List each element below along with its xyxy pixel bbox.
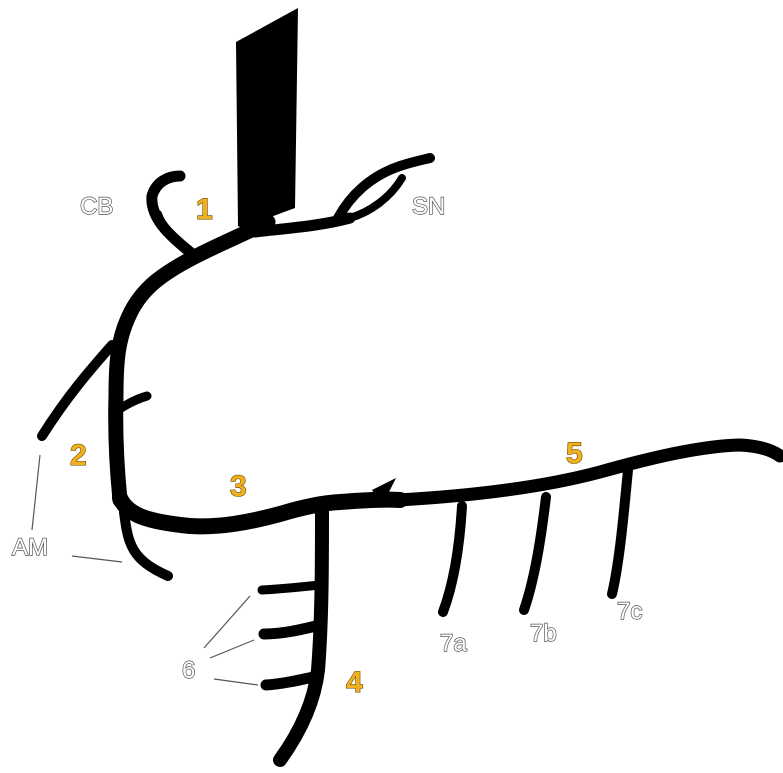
leader-am-upper: [32, 455, 40, 530]
branch-6-middle: [264, 625, 320, 634]
branch-6-upper: [262, 585, 320, 590]
aorta-trunk: [236, 8, 298, 230]
leader-6-lower: [214, 679, 258, 685]
branch-7c: [612, 470, 628, 594]
leader-6-upper: [204, 596, 250, 648]
branch-label-sn: SN: [412, 193, 445, 220]
vessel-segment-1-2: [116, 222, 268, 500]
branch-label-6: 6: [182, 657, 195, 684]
branch-label-am: AM: [12, 534, 48, 561]
branch-label-7a: 7a: [440, 630, 467, 657]
segment-label-3: 3: [230, 470, 247, 503]
branch-segment-2-upper: [42, 345, 112, 436]
branch-7b: [524, 497, 546, 610]
branch-7a: [443, 506, 462, 612]
segment-label-5: 5: [566, 437, 583, 470]
vessel-segment-3: [120, 498, 400, 526]
vessel-segment-5: [398, 445, 780, 500]
branch-label-cb: CB: [80, 193, 113, 220]
branch-label-7b: 7b: [530, 620, 557, 647]
leader-6-middle: [210, 640, 254, 658]
segment-label-1: 1: [196, 193, 213, 226]
leader-am-lower: [72, 556, 122, 562]
segment-label-4: 4: [346, 666, 363, 699]
segment-label-2: 2: [70, 439, 87, 472]
branch-label-7c: 7c: [617, 598, 642, 625]
